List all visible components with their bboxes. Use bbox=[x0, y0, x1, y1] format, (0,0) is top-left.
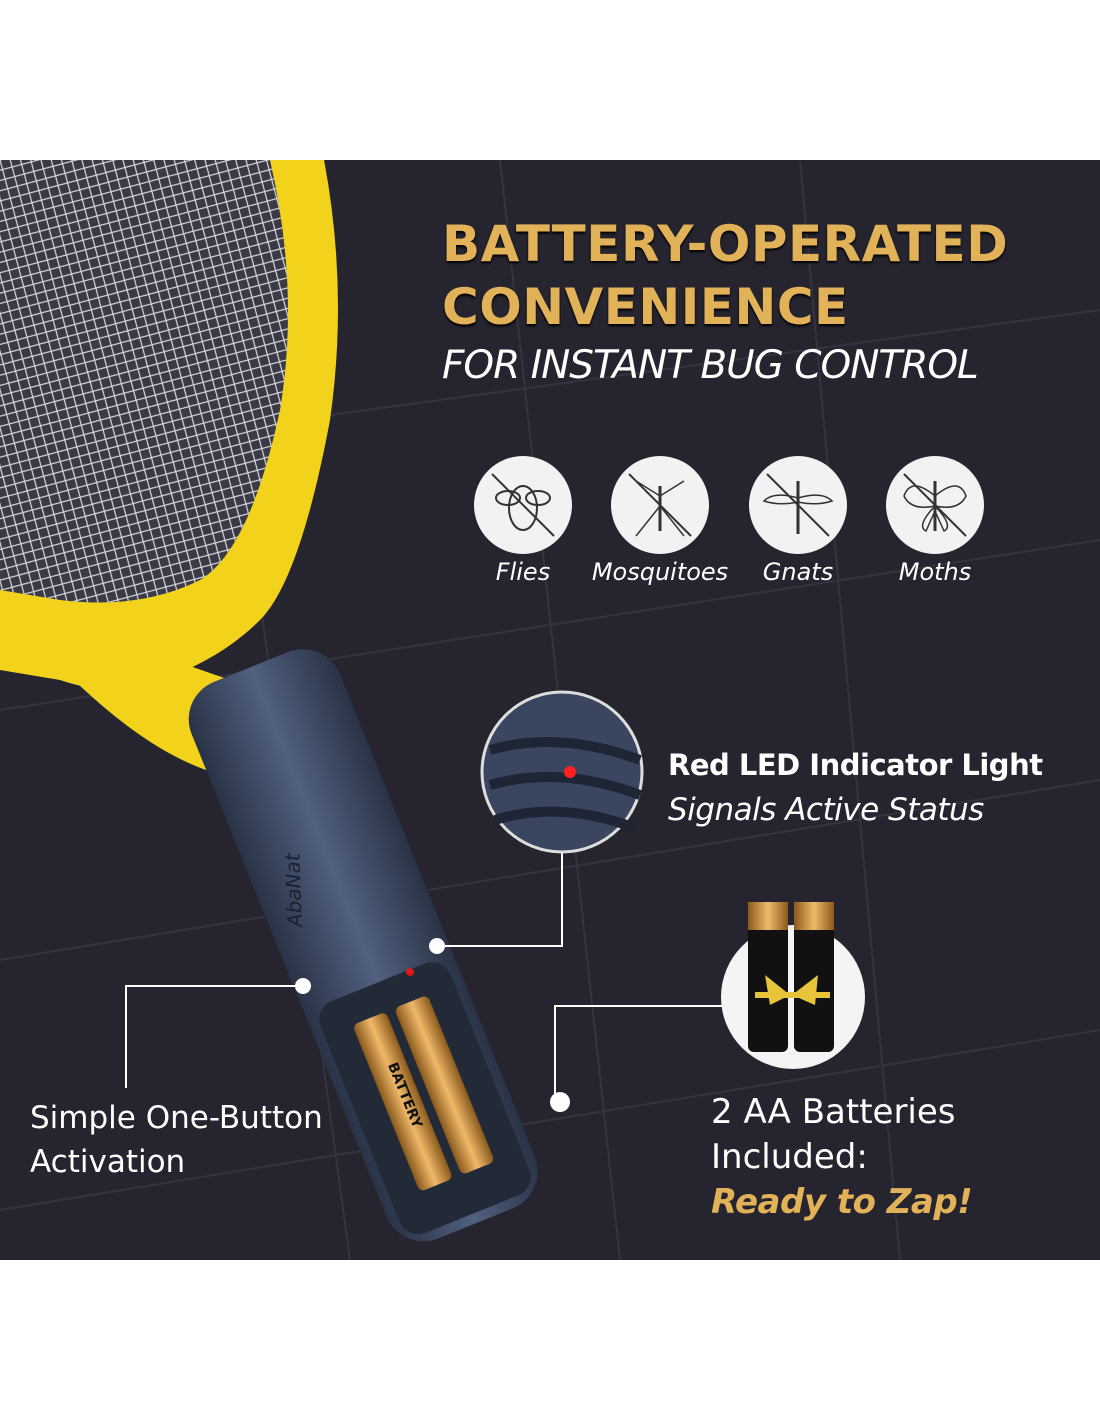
mosquito-crossed-icon bbox=[611, 456, 709, 554]
batteries-circle bbox=[721, 902, 865, 1069]
button-callout-line-1: Simple One-Button bbox=[30, 1100, 323, 1136]
led-zoom-circle bbox=[480, 690, 644, 854]
bug-label-mosquitoes: Mosquitoes bbox=[591, 558, 729, 586]
batteries-callout-line-1: 2 AA Batteries bbox=[711, 1092, 956, 1132]
headline-line-2: CONVENIENCE bbox=[442, 278, 849, 336]
product-panel: BATTERY AbaNat BATTERY-OPER bbox=[0, 160, 1100, 1260]
moth-crossed-icon bbox=[886, 456, 984, 554]
bug-label-gnats: Gnats bbox=[762, 558, 834, 586]
button-callout: Simple One-Button Activation bbox=[30, 1096, 323, 1184]
bug-label-flies: Flies bbox=[495, 558, 551, 586]
led-indicator bbox=[406, 968, 414, 976]
product-illustration: BATTERY AbaNat bbox=[0, 160, 1100, 1260]
batteries-callout-highlight: Ready to Zap! bbox=[711, 1182, 973, 1222]
headline-line-1: BATTERY-OPERATED bbox=[442, 215, 1009, 273]
button-callout-line-2: Activation bbox=[30, 1144, 186, 1180]
batteries-callout-line-2: Included: bbox=[711, 1137, 868, 1177]
led-callout-title: Red LED Indicator Light bbox=[668, 748, 1043, 782]
brand-logo: AbaNat bbox=[280, 852, 307, 930]
led-callout-subtitle: Signals Active Status bbox=[668, 792, 984, 828]
bug-label-moths: Moths bbox=[898, 558, 972, 586]
headline-subtitle: FOR INSTANT BUG CONTROL bbox=[442, 343, 979, 388]
racket-handle: BATTERY AbaNat bbox=[188, 649, 538, 1242]
batteries-callout: 2 AA Batteries Included: Ready to Zap! bbox=[711, 1090, 973, 1225]
gnat-crossed-icon bbox=[749, 456, 847, 554]
fly-crossed-icon bbox=[474, 456, 572, 554]
